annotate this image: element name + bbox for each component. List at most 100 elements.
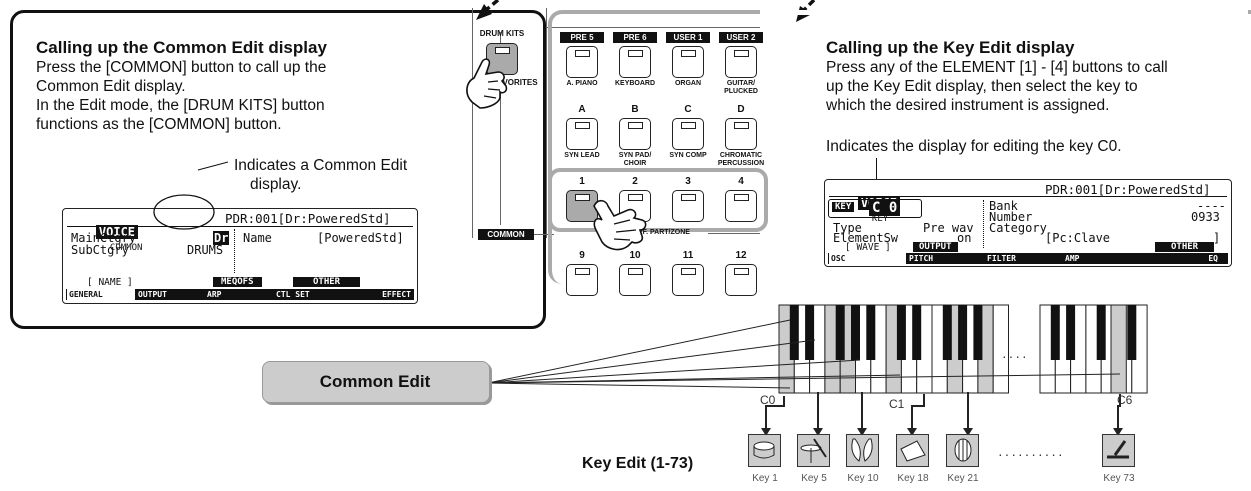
key-18-label: Key 18 — [897, 473, 929, 484]
letter-a: A — [578, 104, 586, 115]
key-c1-label: C1 — [889, 397, 905, 411]
fan-line — [487, 319, 791, 384]
button-organ[interactable] — [672, 46, 704, 78]
black-key — [789, 305, 799, 360]
key-5-label: Key 5 — [801, 473, 827, 484]
drum-kits-label: DRUM KITS — [479, 29, 525, 38]
element-num-9: 9 — [579, 250, 585, 261]
lcd-type-label: Type — [833, 221, 862, 235]
lcd-tab-general: GENERAL — [66, 289, 135, 300]
lcd-category-label: Category — [989, 221, 1047, 235]
label-syn-comp: SYN COMP — [669, 152, 707, 159]
element-button-4[interactable] — [725, 190, 757, 222]
zone-label: T/PERF. PART/ZONE — [622, 229, 690, 236]
lcd-softkey-other: OTHER — [1155, 242, 1215, 252]
button-a-piano[interactable] — [566, 46, 598, 78]
button-10[interactable] — [619, 264, 651, 296]
keyboard-ellipsis: ···· — [1002, 348, 1029, 364]
button-syn-pad[interactable] — [619, 118, 651, 150]
lcd-softkey-output: OUTPUT — [913, 242, 958, 252]
key-edit-dots: ·········· — [998, 446, 1065, 462]
lcd-category-close: ] — [1213, 231, 1221, 245]
arrowhead — [1113, 428, 1123, 436]
pointer-arrow-left — [476, 0, 500, 20]
lcd-softkey-meqofs: MEQOFS — [213, 277, 262, 287]
pressing-hand-icon — [466, 58, 508, 109]
label-syn-pad: SYN PAD/ CHOIR — [618, 152, 652, 167]
black-key — [851, 305, 860, 360]
white-key-c6 — [1110, 304, 1127, 394]
label-chromatic: CHROMATIC PERCUSSION — [717, 152, 765, 167]
element-num-4: 4 — [738, 176, 744, 187]
clap-icon — [846, 434, 879, 467]
element-button-3[interactable] — [672, 190, 704, 222]
lcd-key-selector[interactable]: KEY C 0 — [828, 199, 922, 218]
label-guitar: GUITAR/ PLUCKED — [724, 80, 758, 95]
lcd-elementsw-label: ElementSw — [833, 231, 899, 245]
element-num-1: 1 — [579, 176, 585, 187]
button-syn-comp[interactable] — [672, 118, 704, 150]
conga-icon — [946, 434, 979, 467]
common-edit-label: Common Edit — [319, 372, 431, 391]
lcd-program-name: PDR:001[Dr:PoweredStd] — [225, 211, 391, 226]
letter-d: D — [737, 104, 745, 115]
lcd-softkey-name: [ NAME ] — [87, 277, 133, 288]
arrowhead — [907, 428, 917, 436]
common-highlight-circle — [153, 161, 229, 230]
letter-c: C — [684, 104, 692, 115]
common-edit-lcd: VOICE COMMON PDR:001[Dr:PoweredStd] Main… — [62, 208, 418, 304]
black-key — [912, 305, 922, 360]
pill-user2: USER 2 — [719, 32, 763, 43]
black-key — [958, 305, 968, 360]
arrowhead — [813, 428, 823, 436]
lcd-name-label: Name — [243, 231, 272, 245]
black-key — [896, 305, 906, 360]
button-guitar[interactable] — [725, 46, 757, 78]
lcd-program-name: PDR:001[Dr:PoweredStd] — [1045, 182, 1211, 197]
lcd-tab-arp: ARP — [204, 289, 273, 300]
key-10-label: Key 10 — [847, 473, 879, 484]
lcd-category-value: [Pc:Clave — [1045, 231, 1111, 245]
lcd-tab-bar: OSC PITCH FILTER AMP EQ — [828, 253, 1228, 264]
button-syn-lead[interactable] — [566, 118, 598, 150]
key-1-label: Key 1 — [752, 473, 778, 484]
lcd-softkey-other: OTHER — [293, 277, 361, 287]
common-label: COMMON — [478, 229, 534, 240]
key-c0-label: C0 — [760, 393, 776, 407]
fan-line — [487, 339, 816, 384]
arrowhead — [761, 428, 771, 436]
button-9[interactable] — [566, 264, 598, 296]
key-c6-label: C6 — [1117, 393, 1133, 407]
button-keyboard[interactable] — [619, 46, 651, 78]
lcd-tab-amp: AMP — [1062, 253, 1140, 264]
element-num-3: 3 — [685, 176, 691, 187]
lcd-tab-pitch: PITCH — [906, 253, 984, 264]
drum-kits-button[interactable] — [486, 43, 518, 75]
fan-line — [487, 373, 1121, 384]
black-key — [973, 305, 983, 360]
arrowhead — [963, 428, 973, 436]
button-chromatic[interactable] — [725, 118, 757, 150]
lcd-tab-filter: FILTER — [984, 253, 1062, 264]
element-button-highlight — [548, 168, 768, 232]
label-syn-lead: SYN LEAD — [564, 152, 600, 159]
lcd-tab-effect: EFFECT — [342, 289, 414, 300]
black-key — [866, 305, 876, 360]
lcd-name-value: [PoweredStd] — [317, 231, 404, 245]
arrow-line — [911, 394, 925, 430]
element-button-1[interactable] — [566, 190, 598, 222]
key-edit-title: Calling up the Key Edit display — [826, 38, 1075, 57]
key-edit-description: Press any of the ELEMENT [1] - [4] butto… — [826, 59, 1168, 114]
black-key — [1050, 305, 1060, 360]
element-num-10: 10 — [629, 250, 641, 261]
lcd-tab-bar: GENERAL OUTPUT ARP CTL SET EFFECT — [66, 289, 414, 300]
key-edit-annotation: Indicates the display for editing the ke… — [826, 138, 1122, 155]
lcd-mainctgry-label: MainCtgry — [71, 231, 137, 245]
snare-drum-icon — [748, 434, 781, 467]
letter-b: B — [631, 104, 639, 115]
button-12[interactable] — [725, 264, 757, 296]
arrowhead — [857, 428, 867, 436]
button-11[interactable] — [672, 264, 704, 296]
lcd-key-value: C 0 — [869, 200, 901, 216]
